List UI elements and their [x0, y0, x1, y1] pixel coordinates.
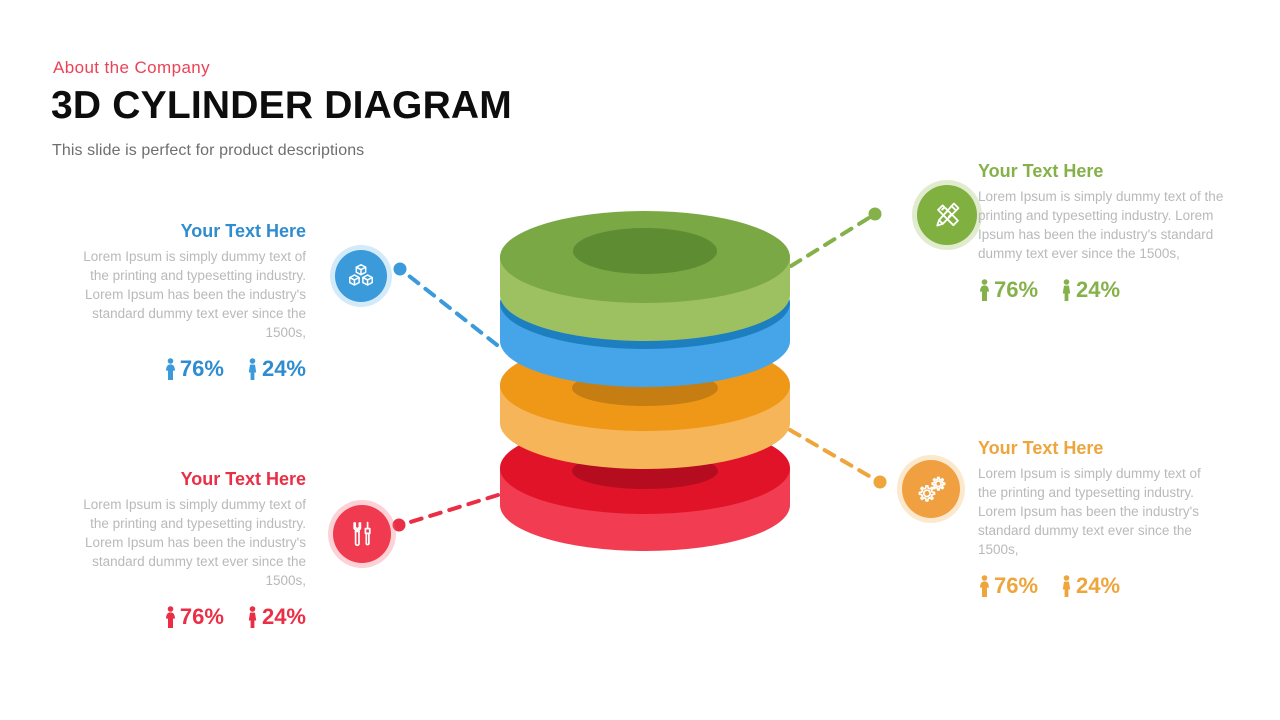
- block-heading: Your Text Here: [180, 221, 306, 241]
- block-body: Lorem Ipsum is simply dummy text of the …: [978, 465, 1201, 558]
- wrench-screwdriver-icon: [353, 521, 371, 547]
- block-body: Lorem Ipsum is simply dummy text of the …: [978, 188, 1224, 262]
- badge-gears[interactable]: [897, 455, 965, 523]
- stat-value: 76%: [994, 277, 1039, 303]
- block-stats: 76% 24%: [978, 573, 1208, 599]
- male-icon: [1062, 278, 1071, 301]
- stat-value: 24%: [1076, 277, 1121, 303]
- stat-value: 24%: [261, 356, 306, 382]
- layer-red: [500, 422, 790, 551]
- info-block-bottom-left: Your Text Here Lorem Ipsum is simply dum…: [64, 469, 306, 630]
- layer-orange: [500, 339, 790, 469]
- stat-value: 24%: [1076, 573, 1121, 599]
- stat-male: 24%: [1060, 277, 1120, 303]
- badge-wrench-screwdriver[interactable]: [328, 500, 396, 568]
- block-stats: 76% 24%: [64, 356, 306, 382]
- stat-value: 76%: [179, 356, 224, 382]
- female-icon: [980, 575, 989, 597]
- page-title: 3D CYLINDER DIAGRAM: [51, 84, 512, 127]
- badge-cubes[interactable]: [330, 245, 392, 307]
- layer-green: [500, 211, 790, 341]
- male-icon: [248, 358, 257, 380]
- badge-core: [333, 505, 391, 563]
- female-icon: [165, 606, 175, 628]
- female-icon: [980, 278, 989, 301]
- gears-icon: [918, 476, 946, 502]
- badge-core: [917, 185, 977, 245]
- layer-blue: [500, 257, 790, 387]
- connector-red: [392, 493, 500, 532]
- stat-male: 24%: [1060, 573, 1120, 599]
- block-heading: Your Text Here: [180, 469, 306, 489]
- page-subtitle: This slide is perfect for product descri…: [52, 142, 365, 159]
- pencil-ruler-icon: [936, 202, 960, 227]
- cubes-icon: [349, 264, 373, 286]
- badge-core: [335, 250, 387, 302]
- stat-male: 24%: [246, 356, 306, 382]
- connector-green: [789, 207, 882, 268]
- stat-female: 76%: [164, 604, 224, 630]
- stat-female: 76%: [978, 277, 1038, 303]
- stat-male: 24%: [246, 604, 306, 630]
- stat-female: 76%: [164, 356, 224, 382]
- info-block-bottom-right: Your Text Here Lorem Ipsum is simply dum…: [978, 438, 1208, 599]
- female-icon: [165, 358, 175, 380]
- connector-blue: [393, 262, 499, 347]
- stat-value: 76%: [179, 604, 224, 630]
- block-stats: 76% 24%: [978, 277, 1224, 303]
- block-heading: Your Text Here: [978, 161, 1104, 181]
- stat-female: 76%: [978, 573, 1038, 599]
- block-stats: 76% 24%: [64, 604, 306, 630]
- stat-value: 76%: [994, 573, 1039, 599]
- connector-orange: [788, 428, 887, 489]
- block-body: Lorem Ipsum is simply dummy text of the …: [83, 248, 306, 341]
- block-body: Lorem Ipsum is simply dummy text of the …: [83, 496, 306, 589]
- stat-value: 24%: [261, 604, 306, 630]
- male-icon: [248, 606, 257, 628]
- male-icon: [1062, 575, 1071, 597]
- block-heading: Your Text Here: [978, 438, 1104, 458]
- eyebrow-label: About the Company: [53, 58, 211, 77]
- info-block-top-right: Your Text Here Lorem Ipsum is simply dum…: [978, 161, 1224, 303]
- info-block-top-left: Your Text Here Lorem Ipsum is simply dum…: [64, 221, 306, 382]
- badge-pencil-ruler[interactable]: [912, 180, 982, 250]
